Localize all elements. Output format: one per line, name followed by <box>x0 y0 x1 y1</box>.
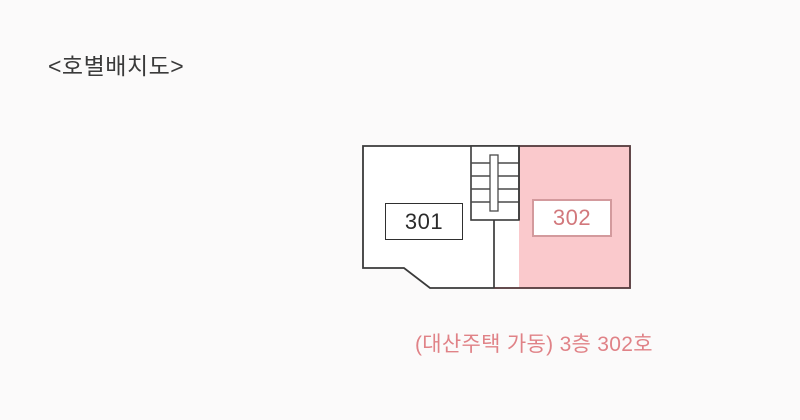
room-label-302: 302 <box>532 199 612 237</box>
unit-302-border <box>494 145 631 289</box>
page-title: <호별배치도> <box>48 53 185 79</box>
room-label-301: 301 <box>385 203 463 240</box>
floor-plan-caption: (대산주택 가동) 3층 302호 <box>415 333 653 356</box>
staircase-handrail-icon <box>489 154 499 212</box>
